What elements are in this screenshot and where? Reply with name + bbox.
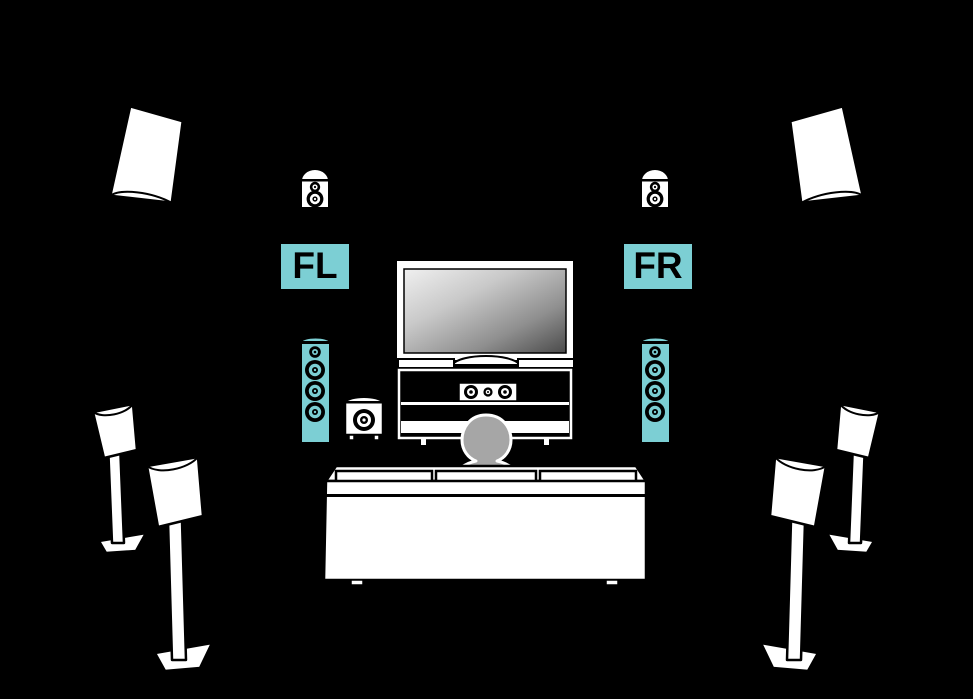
center-channel-speaker <box>458 382 518 402</box>
subwoofer <box>343 395 385 441</box>
sofa <box>322 464 648 586</box>
channel-label-fr: FR <box>624 244 692 289</box>
ceiling-speaker-right <box>788 104 865 209</box>
front-right-tower-speaker <box>640 336 671 444</box>
ceiling-speaker-left <box>108 104 185 209</box>
television <box>395 259 575 369</box>
channel-label-fl: FL <box>281 244 349 289</box>
surround-speaker-left-back <box>91 400 148 555</box>
surround-speaker-right-back <box>825 400 882 555</box>
height-speaker-right <box>637 168 673 212</box>
surround-speaker-left-front <box>145 452 214 673</box>
height-speaker-left <box>297 168 333 212</box>
surround-speaker-right-front <box>759 452 828 673</box>
front-left-tower-speaker <box>300 336 331 444</box>
